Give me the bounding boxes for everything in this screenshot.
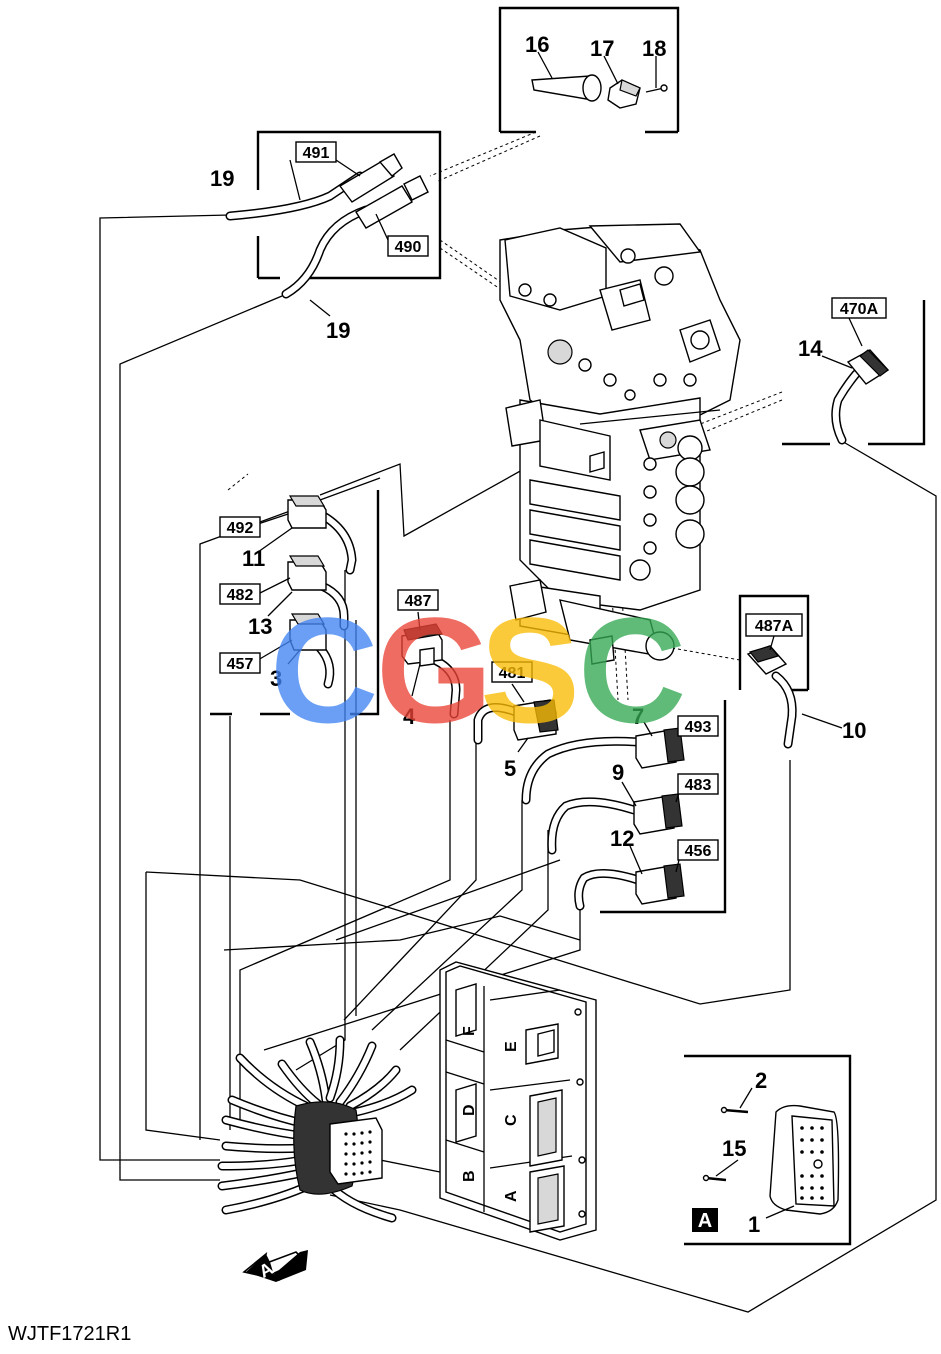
- view-a-label: A: [692, 1208, 718, 1232]
- ecu-section-letters: F E D C B A: [461, 1026, 520, 1202]
- figure-id: WJTF1721R1: [8, 1323, 131, 1345]
- label-490: 490: [395, 239, 422, 256]
- connector-labels: 491 490 470A 492 482 457 487 481 487A 49…: [219, 141, 887, 861]
- detail-frame-470A: [782, 300, 926, 446]
- callout-14: 14: [798, 336, 823, 361]
- connector-483: [547, 793, 683, 855]
- cable-19-upper: [225, 153, 403, 221]
- connector-492: [287, 495, 357, 575]
- ecu-section-a: A: [503, 1190, 520, 1202]
- part-16-boot: [531, 74, 602, 102]
- label-491: 491: [303, 145, 330, 162]
- callout-9: 9: [612, 760, 624, 785]
- callout-13: 13: [248, 614, 272, 639]
- detail-frame-right: [600, 700, 727, 914]
- view-a-pin-2: [720, 1106, 749, 1114]
- watermark: C G S C: [270, 586, 686, 754]
- connector-470A-cable-14: [831, 349, 890, 445]
- connector-481: [473, 699, 559, 745]
- view-a-arrow: [242, 1250, 308, 1282]
- part-18-pin: [645, 84, 668, 93]
- callout-15: 15: [722, 1136, 746, 1161]
- part-17-terminal-housing: [607, 79, 641, 109]
- leader-lines: [257, 51, 863, 1219]
- connector-493: [521, 727, 685, 805]
- callout-17: 17: [590, 36, 614, 61]
- label-457: 457: [227, 656, 254, 673]
- callout-19-upper: 19: [210, 166, 234, 191]
- ecu-section-d: D: [461, 1104, 478, 1116]
- callout-10: 10: [842, 718, 866, 743]
- label-492: 492: [227, 520, 254, 537]
- cable-19-lower: [281, 175, 429, 299]
- detail-frame-491: [256, 130, 442, 280]
- connector-487: [401, 623, 461, 719]
- watermark-letter-4: C: [578, 586, 686, 754]
- watermark-letter-1: C: [270, 586, 378, 754]
- label-487: 487: [405, 593, 432, 610]
- connector-487A: [746, 645, 797, 749]
- connector-482: [287, 555, 349, 631]
- label-483: 483: [685, 777, 712, 794]
- label-456: 456: [685, 843, 712, 860]
- ecu-section-c: C: [503, 1114, 520, 1126]
- label-470A: 470A: [840, 301, 879, 318]
- controller-ecu: [439, 961, 597, 1241]
- callout-16: 16: [525, 32, 549, 57]
- watermark-letter-2: G: [376, 586, 493, 754]
- callout-11: 11: [242, 546, 265, 571]
- callout-19-lower: 19: [326, 318, 350, 343]
- label-487A: 487A: [755, 618, 794, 635]
- detail-frame-top: [498, 6, 680, 134]
- view-a-plug-15: [702, 1174, 727, 1182]
- callout-3: 3: [270, 666, 282, 691]
- callout-18: 18: [642, 36, 666, 61]
- label-481: 481: [499, 665, 526, 682]
- callout-5: 5: [504, 756, 516, 781]
- harness-routes: [99, 214, 937, 1313]
- harness-bundle: [217, 1035, 417, 1223]
- label-493: 493: [685, 719, 712, 736]
- detail-frame-left: [210, 490, 380, 716]
- ecu-section-e: E: [503, 1041, 520, 1052]
- callout-4: 4: [403, 704, 416, 729]
- detail-frame-487A: [738, 594, 810, 692]
- callout-2: 2: [755, 1068, 767, 1093]
- connector-456: [574, 863, 685, 911]
- view-a-connector-1: [769, 1104, 840, 1215]
- callout-12: 12: [610, 826, 634, 851]
- ecu-section-f: F: [461, 1026, 478, 1036]
- hydraulic-valve-block: [499, 223, 741, 665]
- label-482: 482: [227, 587, 254, 604]
- ecu-section-b: B: [461, 1170, 478, 1182]
- view-a-letter: A: [698, 1210, 712, 1232]
- callout-7: 7: [632, 704, 644, 729]
- detail-frame-view-a: [684, 1054, 852, 1246]
- connector-457: [289, 613, 335, 689]
- callout-numbers: 16 17 18 19 19 14 11 13 3 4 5 7 9 10 12 …: [210, 32, 866, 1237]
- callout-1: 1: [748, 1212, 760, 1237]
- watermark-letter-3: S: [480, 586, 580, 754]
